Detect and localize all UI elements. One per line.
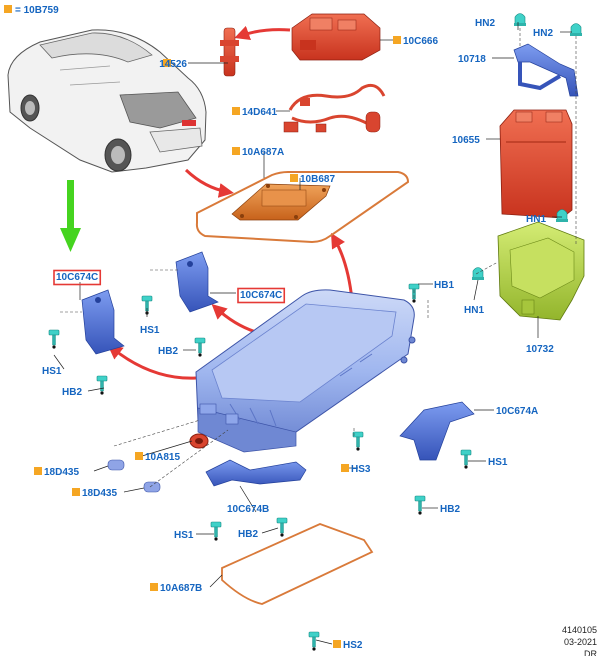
diagram-footer: 4140105 03-2021 DR	[562, 625, 598, 656]
callout-label-HS1-b: HS1	[42, 366, 62, 377]
callout-highlight-10C674C-center	[237, 287, 286, 304]
callout-label-HB2-d: HB2	[238, 529, 258, 540]
arrow-housing-to-bracket-left	[107, 344, 197, 380]
callout-label-10732: 10732	[526, 344, 554, 355]
callout-label-HB2-c: HB2	[440, 504, 460, 515]
bolt-fastener	[96, 375, 108, 395]
nut-fastener	[514, 13, 526, 26]
battery-tray-part	[497, 221, 585, 321]
callout-marker-14D641	[232, 107, 240, 115]
legend-text: = 10B759	[15, 5, 59, 16]
bolt-fastener	[414, 495, 426, 515]
callout-label-HN1-b: HN1	[464, 305, 484, 316]
callout-label-HS3: HS3	[351, 464, 371, 475]
callout-label-10C674C-center: 10C674C	[240, 290, 282, 301]
bolt-fastener	[408, 283, 420, 303]
bolt-fastener	[460, 449, 472, 469]
callout-label-10A687A: 10A687A	[242, 147, 284, 158]
callout-marker-18D435-b	[72, 488, 80, 496]
callout-labels: 14526 10C666 14D641 10A687A 10B687 10C674C 10C…	[34, 18, 554, 651]
callout-label-HS1-d: HS1	[174, 530, 194, 541]
bracket-10718-part	[513, 43, 579, 97]
callout-marker-10C666	[393, 36, 401, 44]
bolt-fastener	[276, 517, 288, 537]
callout-marker-HS2	[333, 640, 341, 648]
callout-label-10C674A: 10C674A	[496, 406, 538, 417]
arrow-module-to-fuse	[234, 25, 291, 40]
bolt-fastener	[308, 631, 320, 651]
callout-marker-10A687B	[150, 583, 158, 591]
vehicle-illustration	[7, 29, 207, 173]
callout-marker-10A815	[135, 452, 143, 460]
indicator-arrows	[60, 25, 354, 380]
callout-label-HN1-a: HN1	[526, 214, 546, 225]
callout-label-HB2-b: HB2	[62, 387, 82, 398]
callout-label-HN2-a: HN2	[475, 18, 495, 29]
callout-label-10C674B: 10C674B	[227, 504, 269, 515]
callout-marker-10B687	[290, 174, 298, 182]
callout-marker-14526	[163, 59, 171, 67]
callout-label-10C674C-left: 10C674C	[56, 272, 98, 283]
callout-label-HS2: HS2	[343, 640, 363, 651]
callout-label-HB1: HB1	[434, 280, 454, 291]
callout-label-18D435-b: 18D435	[82, 488, 117, 499]
callout-label-18D435-a: 18D435	[44, 467, 79, 478]
callout-marker-18D435-a	[34, 467, 42, 475]
footer-line-2: 03-2021	[564, 637, 597, 647]
main-housing-part	[195, 289, 416, 453]
cover-plate-part	[231, 183, 331, 221]
callout-label-14D641: 14D641	[242, 107, 277, 118]
callout-marker-10A687A	[232, 147, 240, 155]
bolt-fastener	[194, 337, 206, 357]
arrow-green-indicator	[60, 180, 81, 252]
callout-label-10A815: 10A815	[145, 452, 180, 463]
fuse-part	[220, 27, 239, 77]
legend-marker	[4, 5, 12, 13]
battery-part	[499, 109, 573, 219]
control-module-part	[291, 13, 381, 61]
arrow-vehicle-to-plate	[184, 168, 234, 198]
callout-label-14526: 14526	[159, 59, 187, 70]
leader-lines	[53, 22, 577, 645]
nut-fastener	[472, 267, 484, 280]
hose-connector-parts	[107, 459, 161, 493]
callout-label-10A687B: 10A687B	[160, 583, 202, 594]
callout-label-10B687: 10B687	[300, 174, 335, 185]
callout-label-HB2-a: HB2	[158, 346, 178, 357]
bolt-fastener	[48, 329, 60, 349]
bolt-fastener	[210, 521, 222, 541]
callout-highlight-10C674C-left	[53, 269, 102, 286]
footer-line-1: 4140105	[562, 625, 597, 635]
nut-fastener	[556, 209, 568, 222]
bracket-10C674C-left	[81, 289, 125, 355]
callout-label-HS1-c: HS1	[488, 457, 508, 468]
bolt-fastener	[352, 431, 364, 451]
bolt-fastener	[141, 295, 153, 315]
wiring-harness-part	[283, 83, 386, 133]
fasteners	[48, 13, 582, 651]
bracket-10C674C-center	[175, 251, 219, 313]
callout-marker-HS3	[341, 464, 349, 472]
coolant-grommet-part	[189, 433, 209, 449]
callout-label-HN2-b: HN2	[533, 28, 553, 39]
callout-label-HS1-a: HS1	[140, 325, 160, 336]
callout-label-10C666: 10C666	[403, 36, 438, 47]
upper-seal-gasket	[195, 171, 410, 244]
bracket-10C674B	[205, 459, 307, 487]
legend: = 10B759	[4, 5, 59, 16]
bracket-10C674A	[399, 401, 475, 461]
callout-label-10718: 10718	[458, 54, 486, 65]
nut-fastener	[570, 23, 582, 36]
callout-label-10655: 10655	[452, 135, 480, 146]
footer-line-3: DR	[584, 649, 597, 656]
tail-light	[182, 120, 196, 126]
lower-seal-gasket	[221, 523, 374, 605]
